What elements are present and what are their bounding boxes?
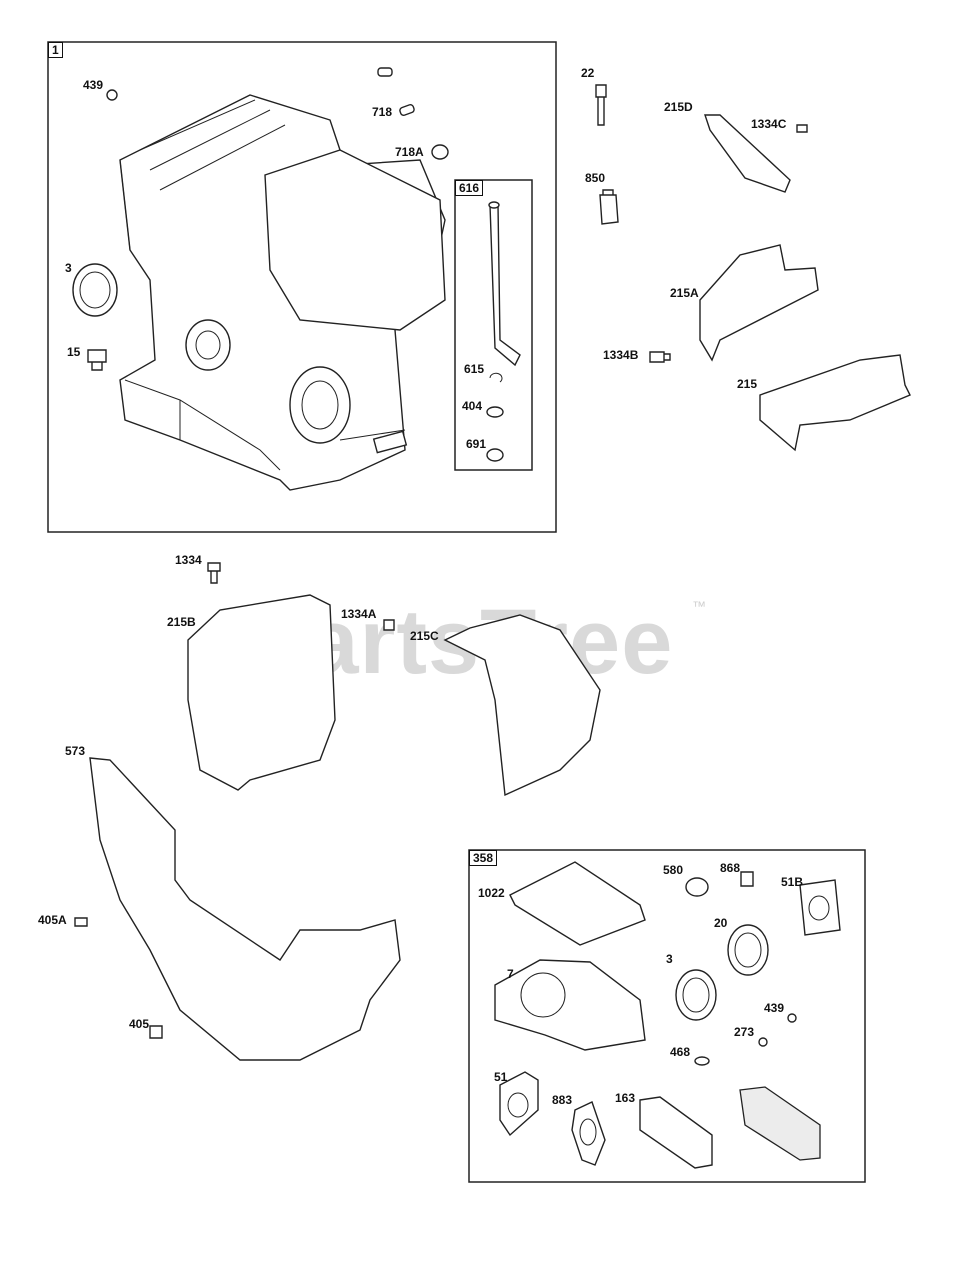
part-273-ring: [758, 1037, 768, 1047]
part-1334B-screw: [649, 351, 671, 363]
part-691-seal: [486, 448, 504, 462]
part-1334-screw: [207, 562, 221, 584]
part-850-sealant-tube: [599, 189, 619, 225]
gasket-set-frame: [468, 849, 866, 1183]
part-215A-shield: [699, 244, 819, 362]
callout-215C: 215C: [410, 629, 439, 643]
callout-868: 868: [720, 861, 741, 875]
callout-51: 51: [494, 1070, 508, 1084]
callout-3: 3: [65, 261, 72, 275]
part-1334A-screw: [383, 619, 395, 631]
callout-439-gasket-set: 439: [764, 1001, 785, 1015]
part-20-seal: [727, 924, 769, 976]
part-883-gasket: [571, 1101, 606, 1166]
part-468-ring: [694, 1056, 710, 1066]
part-extra-gasket: [739, 1086, 821, 1161]
callout-215: 215: [737, 377, 758, 391]
part-51B-gasket: [799, 879, 841, 936]
callout-51B: 51B: [781, 875, 804, 889]
trademark-mark: ™: [692, 598, 706, 614]
part-215D-bracket: [704, 114, 791, 193]
callout-615: 615: [464, 362, 485, 376]
callout-7: 7: [507, 967, 514, 981]
callout-404: 404: [462, 399, 483, 413]
part-1022-gasket: [509, 861, 646, 946]
part-718-pin-b: [399, 103, 415, 117]
callout-215D: 215D: [664, 100, 693, 114]
callout-405A: 405A: [38, 913, 67, 927]
callout-1334: 1334: [175, 553, 202, 567]
part-615-clip: [489, 372, 503, 383]
callout-883: 883: [552, 1093, 573, 1107]
part-215C-shield: [443, 614, 601, 797]
part-405-screw: [149, 1025, 163, 1039]
part-580-ring: [685, 877, 709, 897]
engine-block-drawing: [119, 94, 446, 491]
part-404-washer: [486, 406, 504, 418]
callout-468: 468: [670, 1045, 691, 1059]
callout-718: 718: [372, 105, 393, 119]
part-7-head-gasket: [494, 959, 646, 1051]
group-tag-gasket-set: 358: [469, 850, 498, 866]
callout-163: 163: [615, 1091, 636, 1105]
callout-22: 22: [581, 66, 595, 80]
part-3-seal-b: [675, 969, 717, 1021]
part-215-shield: [759, 354, 911, 452]
callout-215B: 215B: [167, 615, 196, 629]
part-868-seal: [740, 871, 754, 887]
callout-850: 850: [585, 171, 606, 185]
part-22-bolt: [595, 84, 607, 126]
callout-1334A: 1334A: [341, 607, 377, 621]
callout-1334C: 1334C: [751, 117, 787, 131]
group-tag-dipstick: 616: [455, 180, 484, 196]
part-439-ring: [106, 89, 118, 101]
engine-block-frame: [47, 41, 557, 533]
callout-580: 580: [663, 863, 684, 877]
part-718A-sleeve: [431, 144, 449, 160]
callout-1334B: 1334B: [603, 348, 639, 362]
part-15-plug: [87, 349, 107, 371]
part-616-dipstick-tube: [489, 204, 521, 367]
callout-1022: 1022: [478, 886, 505, 900]
part-215B-shield: [187, 594, 336, 791]
part-163-gasket: [639, 1096, 713, 1169]
part-405A-screw: [74, 917, 88, 927]
callout-20: 20: [714, 916, 728, 930]
part-573-blower-housing: [89, 757, 401, 1061]
callout-3-gasket-set: 3: [666, 952, 673, 966]
callout-215A: 215A: [670, 286, 699, 300]
part-1334C-screw: [796, 124, 808, 133]
callout-15: 15: [67, 345, 81, 359]
callout-405: 405: [129, 1017, 150, 1031]
dipstick-frame: [454, 179, 533, 471]
callout-718A: 718A: [395, 145, 424, 159]
part-718-pin: [377, 67, 393, 77]
callout-439: 439: [83, 78, 104, 92]
callout-273: 273: [734, 1025, 755, 1039]
part-51-gasket: [499, 1071, 539, 1137]
group-tag-engine-block: 1: [48, 42, 63, 58]
callout-691: 691: [466, 437, 487, 451]
part-439-ring-b: [787, 1013, 797, 1023]
callout-573: 573: [65, 744, 86, 758]
